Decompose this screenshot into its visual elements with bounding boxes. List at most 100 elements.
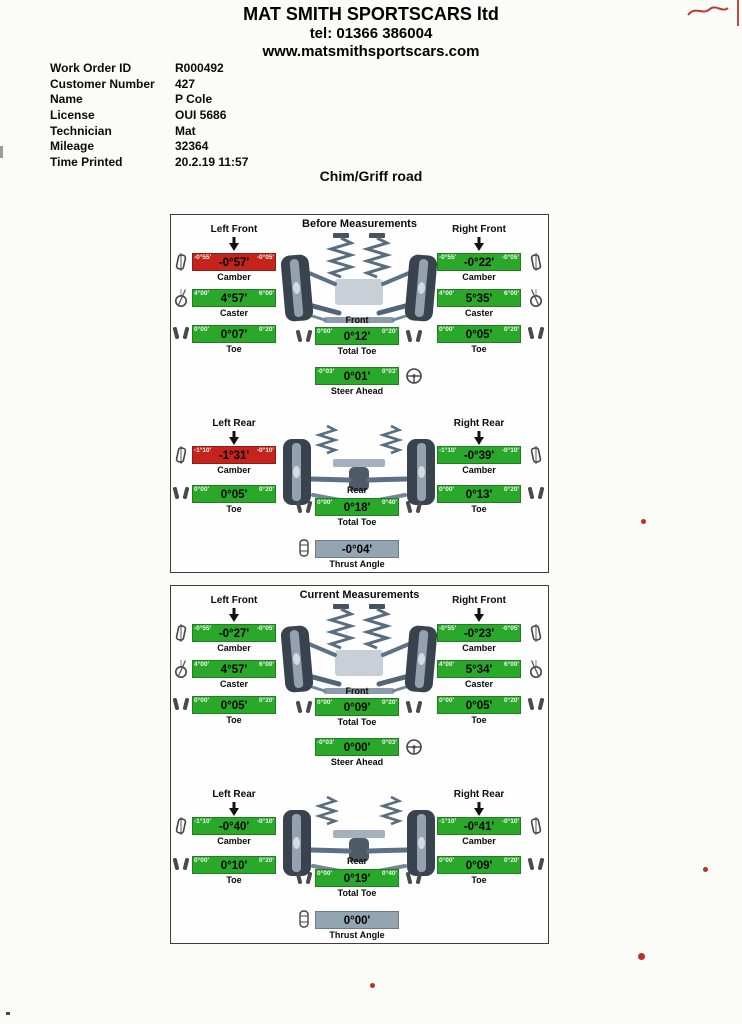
right-front-label: Right Front (452, 595, 506, 606)
spec-low: 0°00' (194, 326, 209, 333)
toe-icon (405, 701, 423, 713)
measurement-value: -0°40' (218, 821, 250, 833)
scan-artifact-dot (370, 983, 375, 988)
total-toe-label: Total Toe (337, 717, 377, 727)
camber-icon (530, 446, 542, 464)
info-label: Customer Number (50, 76, 155, 91)
panel-title: Before Measurements (302, 218, 417, 230)
left-front-label: Left Front (210, 224, 258, 235)
info-value: Mat (175, 123, 196, 138)
toe-icon (527, 858, 545, 870)
toe-icon (527, 698, 545, 710)
down-arrow-icon (229, 431, 239, 445)
down-arrow-icon (474, 431, 484, 445)
toe-icon (295, 501, 313, 513)
toe-icon (405, 872, 423, 884)
measurement-value: 0°05' (220, 489, 248, 501)
toe-icon (295, 872, 313, 884)
spec-low: 0°00' (439, 857, 454, 864)
left-rear-camber-box: -1°10' -0°40' -0°10' (192, 817, 276, 835)
vehicle-spec-title: Chim/Griff road (319, 168, 423, 184)
camber-icon (175, 817, 187, 835)
spec-high: 0°20' (382, 328, 397, 335)
spec-high: 0°03' (382, 368, 397, 375)
measurement-value: -0°04' (341, 544, 373, 556)
toe-icon (527, 487, 545, 499)
measurement-value: -0°23' (463, 628, 495, 640)
measurement-value: 0°00' (343, 742, 371, 754)
camber-label: Camber (462, 272, 496, 282)
spec-high: 0°20' (504, 486, 519, 493)
spec-high: -0°10' (501, 447, 519, 454)
spec-low: -0°55' (439, 254, 457, 261)
spec-low: -0°55' (439, 625, 457, 632)
front-section-label: Front (345, 315, 369, 325)
spec-high: -0°10' (256, 818, 274, 825)
spec-high: 6°00' (504, 290, 519, 297)
measurement-value: 0°01' (343, 371, 371, 383)
spec-low: 0°00' (439, 326, 454, 333)
steer-ahead-box: -0°03' 0°01' 0°03' (315, 367, 399, 385)
spec-high: 6°00' (259, 290, 274, 297)
toe-icon (295, 701, 313, 713)
spec-low: 0°00' (194, 857, 209, 864)
down-arrow-icon (474, 608, 484, 622)
toe-label: Toe (226, 344, 242, 354)
right-rear-label: Right Rear (453, 789, 505, 800)
info-label: Work Order ID (50, 61, 132, 75)
scan-artifact-speck (6, 1012, 10, 1015)
right-rear-toe-box: 0°00' 0°13' 0°20' (437, 485, 521, 503)
left-front-camber-box: -0°55' -0°57' -0°05' (192, 253, 276, 271)
left-rear-camber-box: -1°10' -1°31' -0°10' (192, 446, 276, 464)
camber-icon (530, 817, 542, 835)
camber-label: Camber (462, 643, 496, 653)
spec-high: 6°00' (259, 661, 274, 668)
spec-high: 0°20' (259, 697, 274, 704)
camber-label: Camber (462, 465, 496, 475)
measurement-value: 0°09' (465, 860, 493, 872)
rear-total-toe-box: 0°00' 0°18' 0°40' (315, 498, 399, 516)
measurement-value: -0°27' (218, 628, 250, 640)
spec-high: -0°05' (256, 254, 274, 261)
camber-label: Camber (217, 272, 251, 282)
left-rear-toe-box: 0°00' 0°05' 0°20' (192, 485, 276, 503)
spec-low: 4°00' (439, 661, 454, 668)
scan-artifact-scribble (687, 6, 729, 16)
spec-low: 4°00' (439, 290, 454, 297)
measurement-value: 5°34' (465, 664, 493, 676)
right-front-caster-box: 4°00' 5°35' 6°00' (437, 289, 521, 307)
caster-icon (530, 289, 542, 307)
measurement-value: 0°05' (465, 329, 493, 341)
measurement-value: 0°05' (465, 700, 493, 712)
measurement-value: 0°18' (343, 502, 371, 514)
spec-high: 6°00' (504, 661, 519, 668)
camber-icon (530, 624, 542, 642)
toe-label: Toe (226, 504, 242, 514)
spec-high: -0°10' (256, 447, 274, 454)
spec-low: -1°10' (439, 447, 457, 454)
camber-icon (530, 253, 542, 271)
spec-high: -0°05' (501, 625, 519, 632)
right-front-caster-box: 4°00' 5°34' 6°00' (437, 660, 521, 678)
company-name: MAT SMITH SPORTSCARS ltd (243, 4, 499, 24)
info-value: R000492 (175, 61, 224, 75)
scan-artifact-dot (641, 519, 646, 524)
current-measurements-panel: Current Measurements (170, 585, 549, 944)
spec-low: 4°00' (194, 661, 209, 668)
toe-icon (172, 858, 190, 870)
spec-high: 0°20' (504, 697, 519, 704)
caster-label: Caster (219, 308, 248, 318)
measurement-value: -0°22' (463, 257, 495, 269)
steer-ahead-label: Steer Ahead (330, 386, 384, 396)
toe-label: Toe (471, 715, 487, 725)
spec-low: -0°55' (194, 254, 212, 261)
spec-low: 0°00' (439, 697, 454, 704)
spec-low: -1°10' (194, 447, 212, 454)
measurement-value: 0°07' (220, 329, 248, 341)
toe-icon (172, 487, 190, 499)
down-arrow-icon (229, 608, 239, 622)
info-label: Time Printed (50, 155, 123, 170)
